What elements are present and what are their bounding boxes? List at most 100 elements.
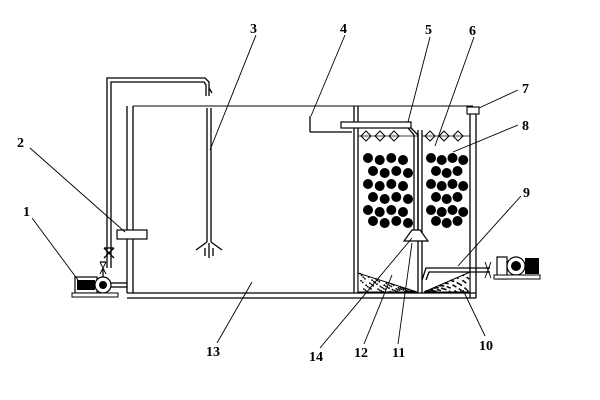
label-13: 13: [206, 345, 220, 360]
sludge-dot: [440, 284, 442, 287]
sludge-dot: [426, 290, 429, 293]
sludge-dot: [450, 279, 452, 282]
sludge-dot: [402, 289, 405, 291]
sludge-dot: [388, 284, 391, 287]
sludge-dot: [410, 290, 413, 293]
sludge-dot: [400, 288, 403, 291]
sludge-dot: [360, 274, 363, 277]
sludge-dot: [394, 290, 397, 292]
sludge-dot: [407, 288, 409, 290]
sludge-dot: [392, 284, 395, 286]
sludge-dot: [448, 290, 451, 293]
sludge-dot: [433, 287, 436, 289]
media-ball: [426, 179, 436, 189]
sludge-dot: [429, 289, 431, 291]
media-ball: [391, 216, 402, 226]
media-ball: [441, 218, 452, 228]
media-ball: [363, 179, 373, 189]
sludge-dot: [466, 289, 469, 292]
sludge-dot: [359, 272, 361, 275]
sludge-dot: [390, 285, 393, 288]
sludge-dot: [395, 288, 398, 290]
sludge-dot: [380, 290, 383, 292]
sludge-dot: [371, 279, 373, 281]
label-8: 8: [522, 119, 529, 134]
media-ball: [452, 216, 463, 226]
sludge-dot: [407, 290, 410, 293]
sludge-dot: [370, 283, 373, 286]
media-ball: [386, 205, 397, 215]
media-ball: [447, 179, 458, 189]
media-ball: [441, 194, 452, 204]
sludge-dot: [431, 289, 433, 292]
media-ball: [447, 205, 458, 215]
sludge-dot: [385, 285, 387, 288]
media-ball: [452, 192, 463, 202]
media-ball: [441, 168, 452, 178]
sludge-dot: [362, 276, 365, 278]
sludge-dot: [466, 276, 469, 279]
sludge-dot: [462, 279, 464, 282]
media-ball: [368, 166, 378, 176]
sludge-dot: [393, 289, 395, 292]
media-ball: [458, 207, 469, 217]
media-ball: [398, 181, 408, 191]
sludge-dot: [396, 290, 399, 293]
sludge-dot: [382, 290, 384, 293]
sludge-dot: [409, 290, 411, 293]
sludge-dot: [388, 287, 390, 289]
media-ball: [363, 205, 373, 215]
sludge-dot: [432, 290, 435, 292]
sludge-dot: [385, 282, 388, 285]
sludge-dot: [458, 288, 461, 291]
media-ball: [368, 192, 378, 202]
sludge-dot: [379, 285, 382, 288]
sludge-dot: [366, 285, 369, 288]
sludge-dot: [369, 282, 371, 285]
sludge-dot: [391, 283, 393, 285]
media-ball: [426, 153, 436, 163]
sludge-dot: [375, 278, 377, 280]
media-ball: [386, 153, 397, 163]
media-ball: [403, 194, 413, 204]
sludge-dot: [377, 288, 379, 290]
media-ball: [398, 155, 408, 165]
sludge-dot: [405, 291, 408, 293]
sludge-dot: [428, 290, 430, 293]
left-riser: [103, 83, 148, 268]
sludge-dot: [467, 277, 470, 280]
media-ball: [436, 155, 447, 165]
right-pump: [493, 256, 541, 280]
sludge-dot: [365, 284, 367, 287]
sludge-dot: [446, 286, 449, 288]
sludge-dot: [391, 288, 394, 291]
label-10: 10: [479, 339, 493, 354]
sludge-dot: [435, 286, 438, 289]
media-ball: [374, 207, 385, 217]
media-ball: [452, 166, 463, 176]
sludge-dot: [367, 276, 370, 278]
sludge-dot: [398, 289, 401, 292]
sludge-dot: [460, 284, 463, 287]
sludge-dot: [413, 290, 415, 293]
sludge-dot: [456, 282, 459, 284]
label-9: 9: [523, 186, 530, 201]
media-support-diamonds: [358, 130, 470, 142]
media-ball: [447, 153, 458, 163]
sludge-texture: [359, 272, 470, 293]
inlet-trough: [309, 116, 430, 242]
sludge-dot: [382, 287, 385, 290]
sludge-dot: [461, 290, 463, 293]
sludge-dot: [372, 280, 375, 283]
sludge-dot: [444, 282, 447, 285]
media-ball: [379, 218, 390, 228]
media-ball: [403, 218, 413, 228]
sludge-dot: [399, 286, 402, 288]
media-ball: [458, 155, 469, 165]
label-14: 14: [309, 350, 323, 365]
media-ball: [436, 207, 447, 217]
sludge-dot: [465, 288, 468, 291]
media-ball: [426, 205, 436, 215]
media-ball: [398, 207, 408, 217]
